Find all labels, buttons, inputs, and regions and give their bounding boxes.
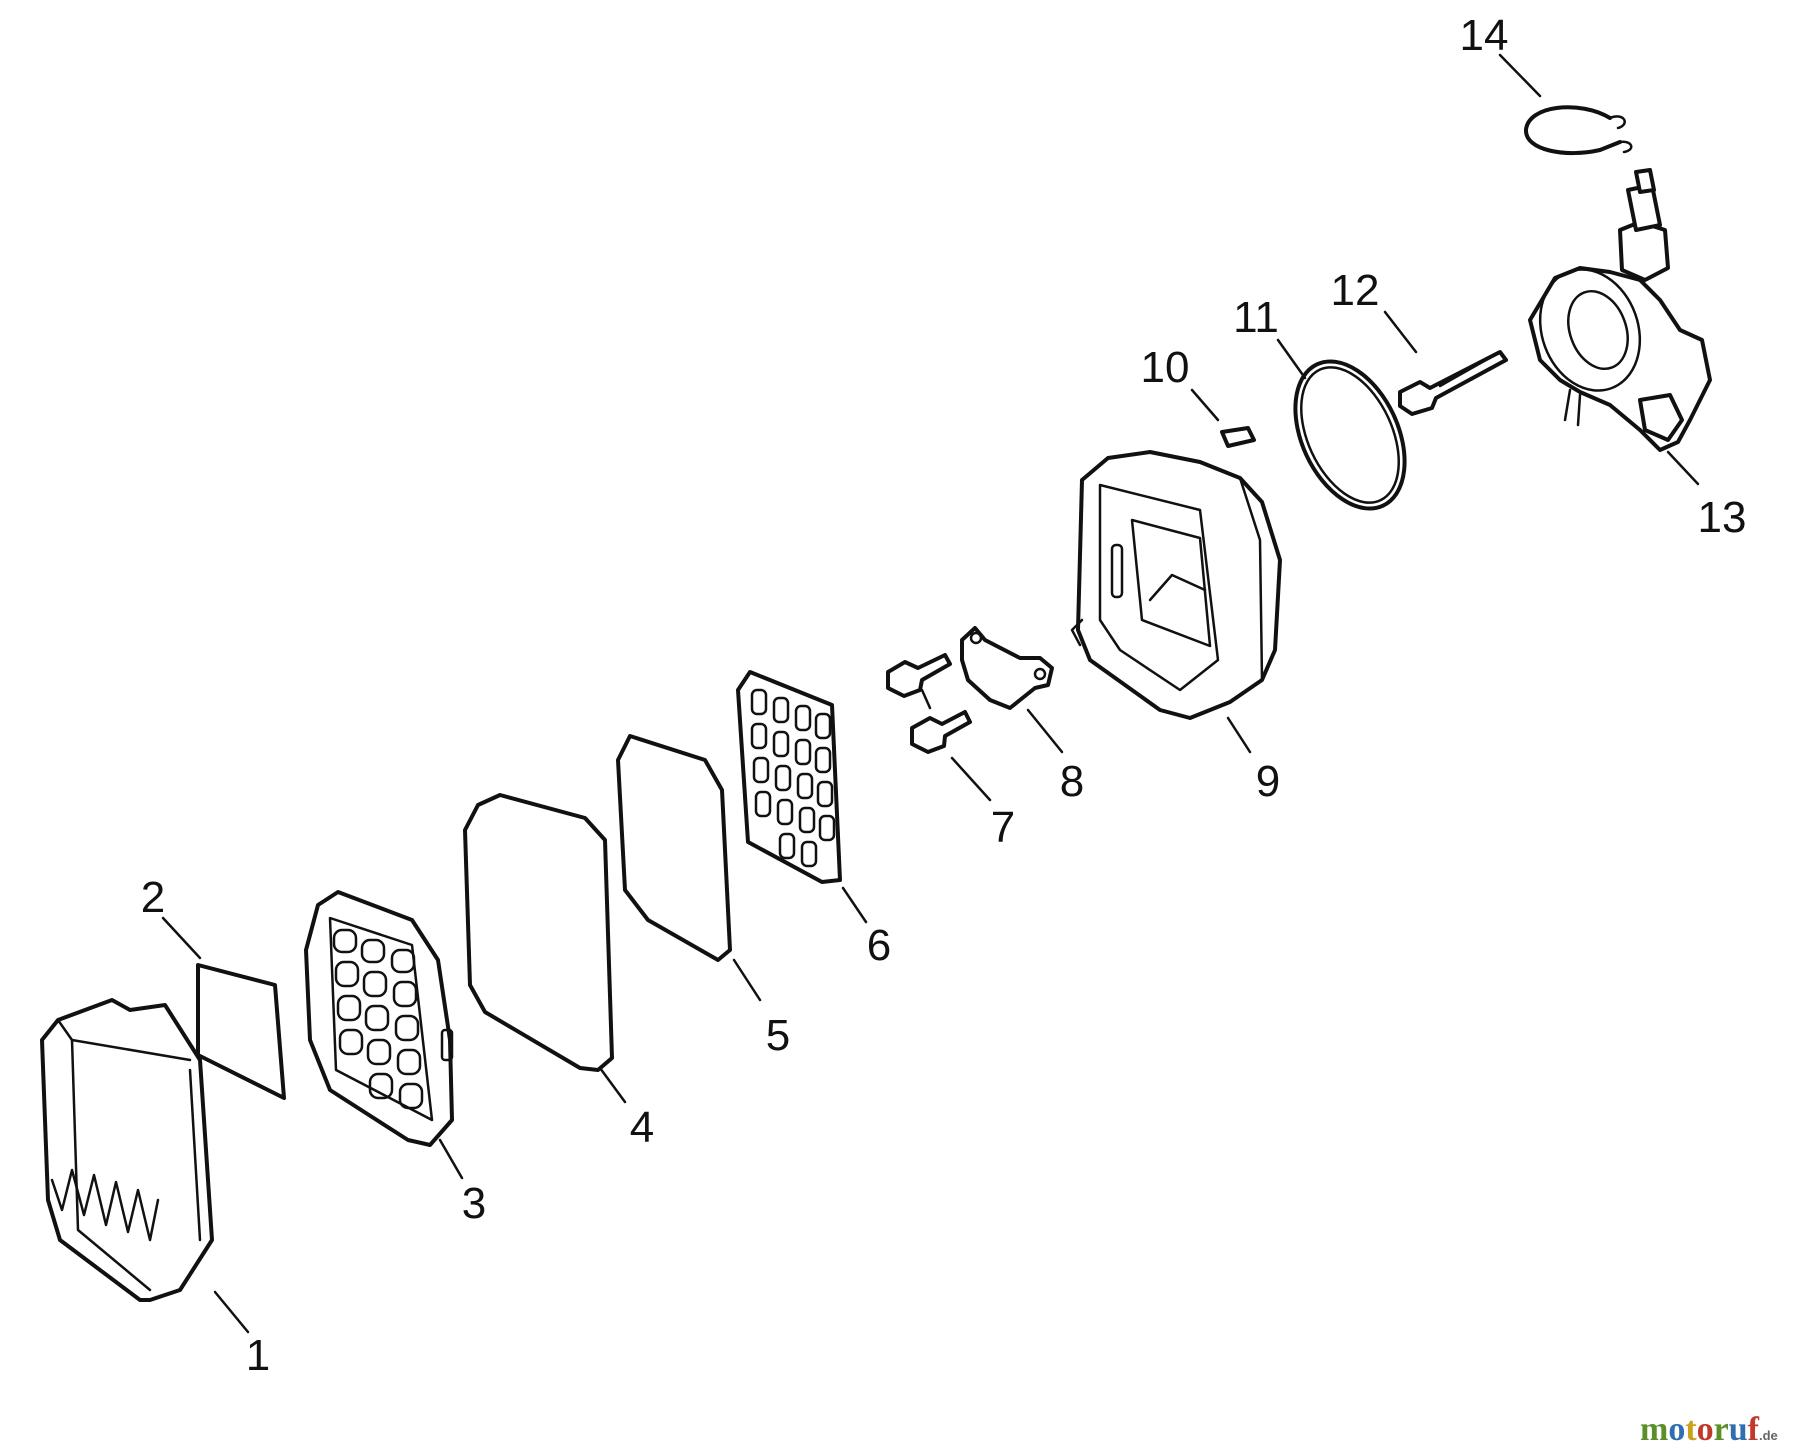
callout-2: 2: [141, 873, 165, 922]
callout-7: 7: [991, 803, 1015, 852]
part-8-bracket[interactable]: [960, 626, 1054, 710]
callout-1: 1: [246, 1331, 270, 1380]
leader-14: [1498, 53, 1542, 98]
watermark-letter: t: [1685, 1411, 1697, 1448]
callout-4: 4: [630, 1103, 654, 1152]
part-11-o-ring[interactable]: [1274, 344, 1427, 526]
watermark-tld: .de: [1759, 1428, 1778, 1443]
watermark-letter: f: [1748, 1411, 1760, 1448]
callout-11: 11: [1233, 293, 1279, 342]
part-3-filter-grid[interactable]: [304, 890, 454, 1147]
part-2-sheet[interactable]: [196, 963, 286, 1100]
leader-1: [213, 1290, 250, 1334]
callout-5: 5: [766, 1011, 790, 1060]
callout-12: 12: [1331, 266, 1380, 315]
part-6-grid-element[interactable]: [736, 670, 842, 884]
leader-12: [1383, 310, 1418, 354]
part-7-screws[interactable]: [886, 653, 972, 754]
leader-9: [1226, 716, 1252, 754]
watermark-letter: m: [1640, 1411, 1668, 1448]
motoruf-watermark: motoruf.de: [1640, 1411, 1778, 1448]
watermark-letter: o: [1668, 1411, 1685, 1448]
callout-6: 6: [867, 921, 891, 970]
part-12-long-bolt[interactable]: [1398, 350, 1508, 416]
callout-3: 3: [462, 1179, 486, 1228]
leader-3: [438, 1138, 464, 1180]
leader-4: [598, 1066, 627, 1104]
callout-9: 9: [1256, 757, 1280, 806]
callout-labels: 1 2 3 4 5 6 7 8 9 10 11 12 13 14: [141, 11, 1747, 1380]
part-14-clip[interactable]: [1523, 105, 1633, 155]
callout-14: 14: [1460, 11, 1509, 60]
leader-5: [732, 958, 762, 1002]
watermark-letter: u: [1729, 1411, 1748, 1448]
leader-13: [1666, 450, 1700, 486]
part-4-foam-element[interactable]: [463, 793, 614, 1072]
part-1-air-cleaner-cover[interactable]: [40, 998, 214, 1302]
watermark-letter: r: [1714, 1411, 1729, 1448]
svg-text:motoruf.de: motoruf.de: [1640, 1411, 1778, 1448]
callout-10: 10: [1141, 343, 1190, 392]
part-5-filter-gasket[interactable]: [616, 734, 732, 962]
leader-2: [161, 916, 202, 960]
part-13-carburetor[interactable]: [1524, 168, 1712, 452]
leader-11: [1276, 338, 1307, 380]
leader-6: [841, 886, 868, 924]
leader-10: [1190, 388, 1220, 422]
watermark-letter: o: [1697, 1411, 1714, 1448]
leader-8: [1026, 708, 1064, 754]
part-9-air-cleaner-case[interactable]: [1070, 450, 1282, 720]
leader-7: [950, 756, 992, 802]
leader-lines: [161, 53, 1700, 1334]
callout-8: 8: [1060, 757, 1084, 806]
part-10-small-gasket[interactable]: [1220, 426, 1256, 448]
callout-13: 13: [1698, 493, 1747, 542]
